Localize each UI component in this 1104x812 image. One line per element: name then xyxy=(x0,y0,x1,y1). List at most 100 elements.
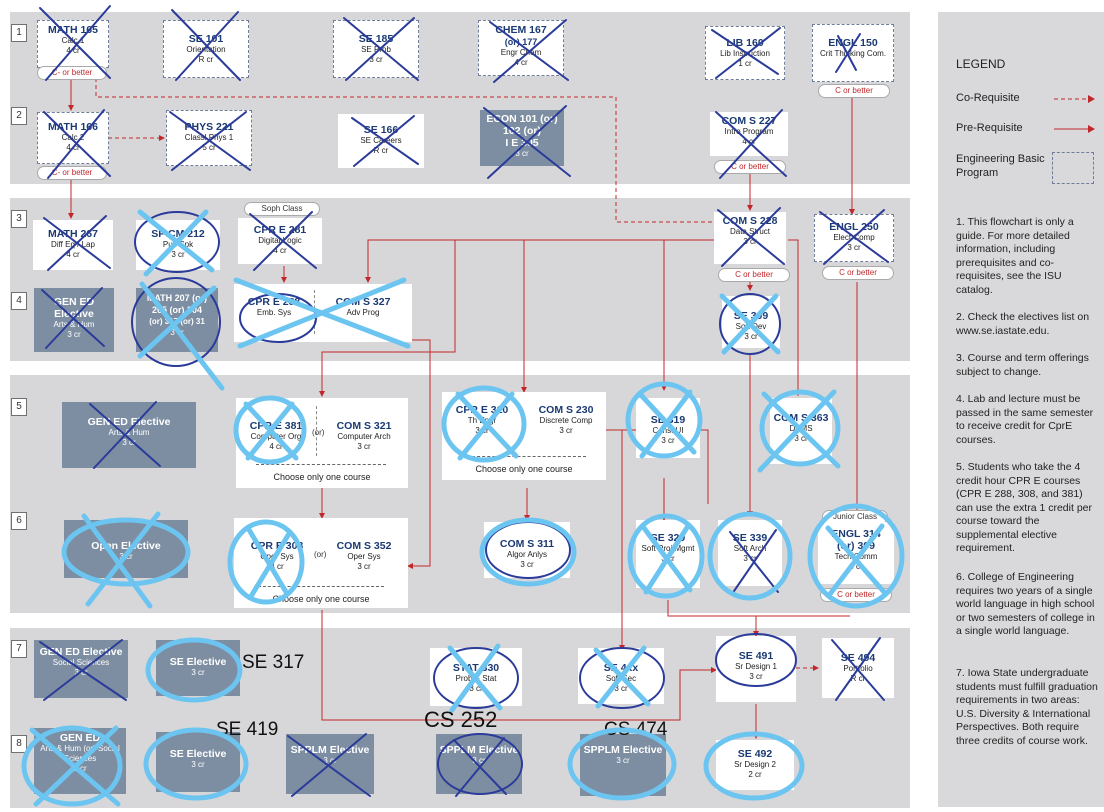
course-credits: 4 cr xyxy=(66,46,80,55)
ink-cross-econ xyxy=(483,105,571,179)
course-name: SE Careers xyxy=(360,136,402,145)
course-credits: 3 cr xyxy=(369,55,383,64)
course-name: Soft Proj Mgmt xyxy=(641,544,695,553)
course-code: COM S 230 xyxy=(538,404,594,416)
choose-one-note: Choose only one course xyxy=(273,472,371,482)
course-name: Arts & Hum xyxy=(53,320,95,329)
handwritten-note: SE 317 xyxy=(242,652,305,673)
course-credits: 3 cr xyxy=(191,760,205,769)
prereq-arrow-icon xyxy=(1054,125,1095,133)
ink-cross-gened3 xyxy=(39,639,127,701)
course-credits: 4 cr xyxy=(273,246,287,255)
ink-circle-cpre381 xyxy=(233,395,307,465)
semester-5: 5 xyxy=(11,398,27,416)
course-code: COM S 352 xyxy=(336,540,392,552)
ink-circle-spplm2 xyxy=(437,733,523,795)
course-name: Calc 2 xyxy=(61,133,85,142)
course-credits: 3 cr xyxy=(744,332,758,341)
course-credits: 3 cr xyxy=(122,438,136,447)
course-name: Engr Chem xyxy=(500,48,542,57)
ink-circle-se492 xyxy=(703,731,805,801)
course-credits: 5 cr xyxy=(202,143,216,152)
ink-cross-math207 xyxy=(137,281,225,391)
course-code: ENGL 250 xyxy=(829,221,879,233)
ink-cross-se185 xyxy=(343,17,419,81)
semester-4: 4 xyxy=(11,292,27,310)
course-name: Arts & Hum (or) Social Sciences xyxy=(40,744,120,763)
ink-circle-seel1 xyxy=(145,637,243,703)
course-code: COM S 321 xyxy=(336,420,392,432)
course-code: ENGL 314 xyxy=(831,528,881,540)
legend-note-5: 5. Students who take the 4 credit hour C… xyxy=(956,461,1092,554)
ink-circle-se339 xyxy=(707,511,793,601)
course-credits: 3 cr xyxy=(847,243,861,252)
course-code: ECON 101 (or) xyxy=(486,113,558,125)
ink-circle-spcm212 xyxy=(134,211,220,273)
semester-1: 1 xyxy=(11,24,27,42)
ink-cross-se319 xyxy=(637,389,697,459)
course-credits: 3 cr xyxy=(749,672,763,681)
course-code: SPPLM Elective xyxy=(439,744,519,756)
course-code: SE Elective xyxy=(169,748,227,760)
semester-3: 3 xyxy=(11,210,27,228)
handwritten-note: CS 252 xyxy=(424,707,498,732)
course-name: SE Prob xyxy=(361,45,391,54)
ink-cross-math166 xyxy=(43,109,111,179)
ink-cross-coms227 xyxy=(715,109,787,179)
coreq-arrow-icon xyxy=(1054,95,1095,103)
ink-cross-gened1 xyxy=(41,287,105,349)
course-credits: 3 cr xyxy=(469,684,483,693)
ink-cross-sesec xyxy=(593,645,651,709)
course-credits: 3 cr xyxy=(661,436,675,445)
ink-cross-math165 xyxy=(39,5,111,81)
course-credits: 4 cr xyxy=(270,562,284,571)
ink-cross-engl314 xyxy=(825,523,887,597)
course-name: Soft Arch xyxy=(733,544,767,553)
course-credits: 3 cr xyxy=(520,560,534,569)
course-name: Computer Arch xyxy=(337,432,391,441)
course-code: GEN ED xyxy=(59,732,101,744)
legend-note-2: 2. Check the electives list on www.se.ia… xyxy=(956,311,1090,337)
ink-cross-stat xyxy=(447,643,503,713)
course-name: Adv Prog xyxy=(346,308,380,317)
course-credits: 4 cr xyxy=(66,250,80,259)
ink-cross-gened8 xyxy=(29,725,121,807)
ink-cross-cpre308 xyxy=(245,525,293,601)
legend-note-6: 6. College of Engineering requires two y… xyxy=(956,571,1095,637)
legend-note-4: 4. Lab and lecture must be passed in the… xyxy=(956,393,1094,446)
course-name: Lib Instruction xyxy=(720,49,770,58)
course-name: Algor Anlys xyxy=(506,550,548,559)
legend-panel: LEGEND Co-Requisite Pre-Requisite Engine… xyxy=(938,12,1104,807)
ink-cross-cpre310 xyxy=(455,391,519,461)
semester-7: 7 xyxy=(11,640,27,658)
course-code: COM S 327 xyxy=(335,296,391,308)
course-credits: 4 cr xyxy=(514,58,528,67)
course-code: SE 492 xyxy=(737,748,773,760)
ink-circle-se491 xyxy=(715,633,797,687)
course-credits: R cr xyxy=(850,674,866,683)
course-credits: 3 cr xyxy=(515,149,529,158)
course-alt: 102 (or) xyxy=(503,125,541,137)
